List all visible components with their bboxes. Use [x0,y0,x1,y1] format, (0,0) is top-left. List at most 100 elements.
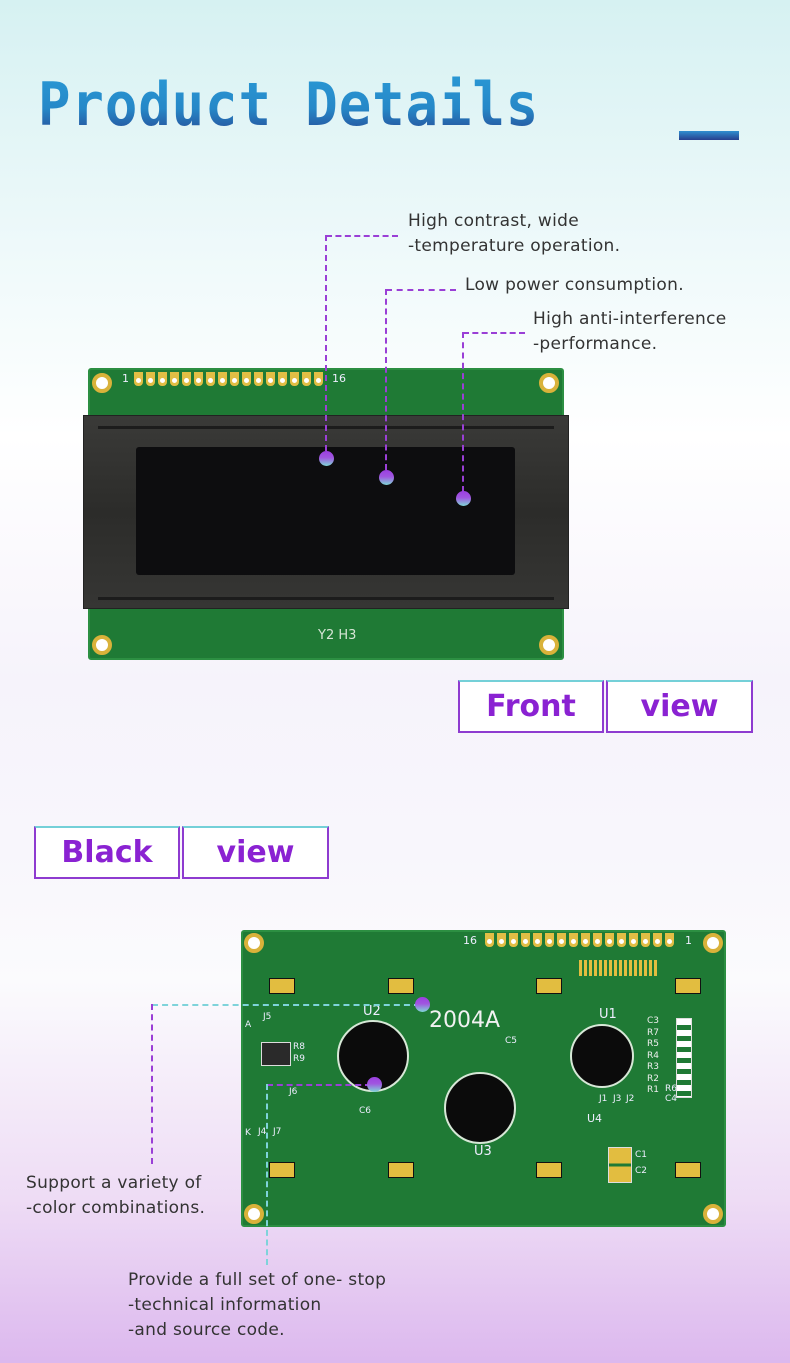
callout-line: Low power consumption. [465,275,684,295]
header-pin [278,372,287,386]
resistor-array [676,1018,692,1098]
header-pin [593,933,602,947]
label-text: R1 [647,1085,659,1095]
header-pin [557,933,566,947]
label-text: K [245,1128,251,1138]
header-pin [485,933,494,947]
header-pin [290,372,299,386]
model-marking: 2004A [429,1008,501,1033]
label-text: -technical information [128,1295,322,1315]
header-pin [314,372,323,386]
page-title: Product Details [38,70,540,140]
header-pin [302,372,311,386]
callout-leader [325,235,327,451]
pin-label: 1 [122,372,129,385]
header-pins [134,371,326,390]
header-pin [134,372,143,386]
label-text: -color combinations. [26,1198,206,1218]
chip-label: U1 [599,1007,617,1022]
view-label-box: view [606,680,753,733]
mount-hole [539,373,559,393]
callout-dot [456,491,471,506]
chip-u1 [570,1024,634,1088]
label-text: R9 [293,1054,305,1064]
title-underline-bar [679,131,739,140]
label-text: C2 [635,1166,648,1176]
label-text: -and source code. [128,1320,285,1340]
callout-leader [385,289,387,470]
header-pin [242,372,251,386]
label-text: Provide a full set of one- stop [128,1270,387,1290]
callout-leader [463,332,525,334]
callout-line: High anti-interference [533,309,727,329]
label-text: C4 [665,1094,678,1104]
label-text: R6 [665,1084,677,1094]
mount-hole [92,635,112,655]
label-text: A [245,1020,252,1030]
header-pin [182,372,191,386]
pin-label: 16 [332,372,346,385]
label-text: Support a variety of [26,1173,202,1193]
callout-leader [266,1084,268,1265]
header-pin [266,372,275,386]
header-pin [206,372,215,386]
label-text: R2 [647,1073,659,1084]
solder-pad [675,1162,701,1178]
header-pin [629,933,638,947]
label-text: J1 [599,1094,608,1104]
header-pin [170,372,179,386]
mount-hole [244,933,264,953]
header-pin [605,933,614,947]
front-label-box: Front [458,680,604,733]
callout-interference: High anti-interference-performance. [533,307,727,357]
callout-line: -temperature operation. [408,236,621,256]
solder-pad [388,978,414,994]
view-label-box: view [182,826,329,879]
header-pin [617,933,626,947]
callout-leader [326,235,398,237]
callout-color-combinations: Support a variety of -color combinations. [26,1171,205,1221]
label-text: R5 [647,1039,659,1049]
solder-pad [388,1162,414,1178]
mount-hole [92,373,112,393]
callout-leader [267,1084,371,1086]
solder-pad [269,978,295,994]
header-pin [581,933,590,947]
callout-leader [462,332,464,492]
label-text: R8 [293,1042,305,1052]
label-text: J2 [626,1094,635,1104]
chip-u3 [444,1072,516,1144]
header-pin [158,372,167,386]
header-pin [533,933,542,947]
callout-technical-info: Provide a full set of one- stop -technica… [128,1268,386,1343]
header-pin [653,933,662,947]
label-text: J4 [258,1127,267,1137]
callout-leader [152,1004,420,1006]
mount-hole [703,1204,723,1224]
lcd-screen [136,447,515,575]
pin-label: 1 [685,934,692,947]
label-text: C5 [505,1036,518,1046]
label-text: C3 [647,1016,660,1026]
callout-line: High contrast, wide [408,211,579,231]
board-marking: Y2 H3 [318,628,357,643]
callout-dot [367,1077,382,1092]
header-pin [218,372,227,386]
callout-contrast: High contrast, wide -temperature operatio… [408,209,620,259]
fpc-pads [579,960,657,976]
mount-hole [703,933,723,953]
header-pin [569,933,578,947]
label-text: J7 [273,1127,282,1137]
callout-dot [379,470,394,485]
callout-power: Low power consumption. [465,273,684,298]
lcd-bezel [83,415,569,609]
header-pin [146,372,155,386]
solder-pad [536,1162,562,1178]
label-text: J5 [263,1012,272,1022]
mount-hole [244,1204,264,1224]
header-pin [665,933,674,947]
label-text: C6 [359,1106,372,1116]
header-pin [509,933,518,947]
